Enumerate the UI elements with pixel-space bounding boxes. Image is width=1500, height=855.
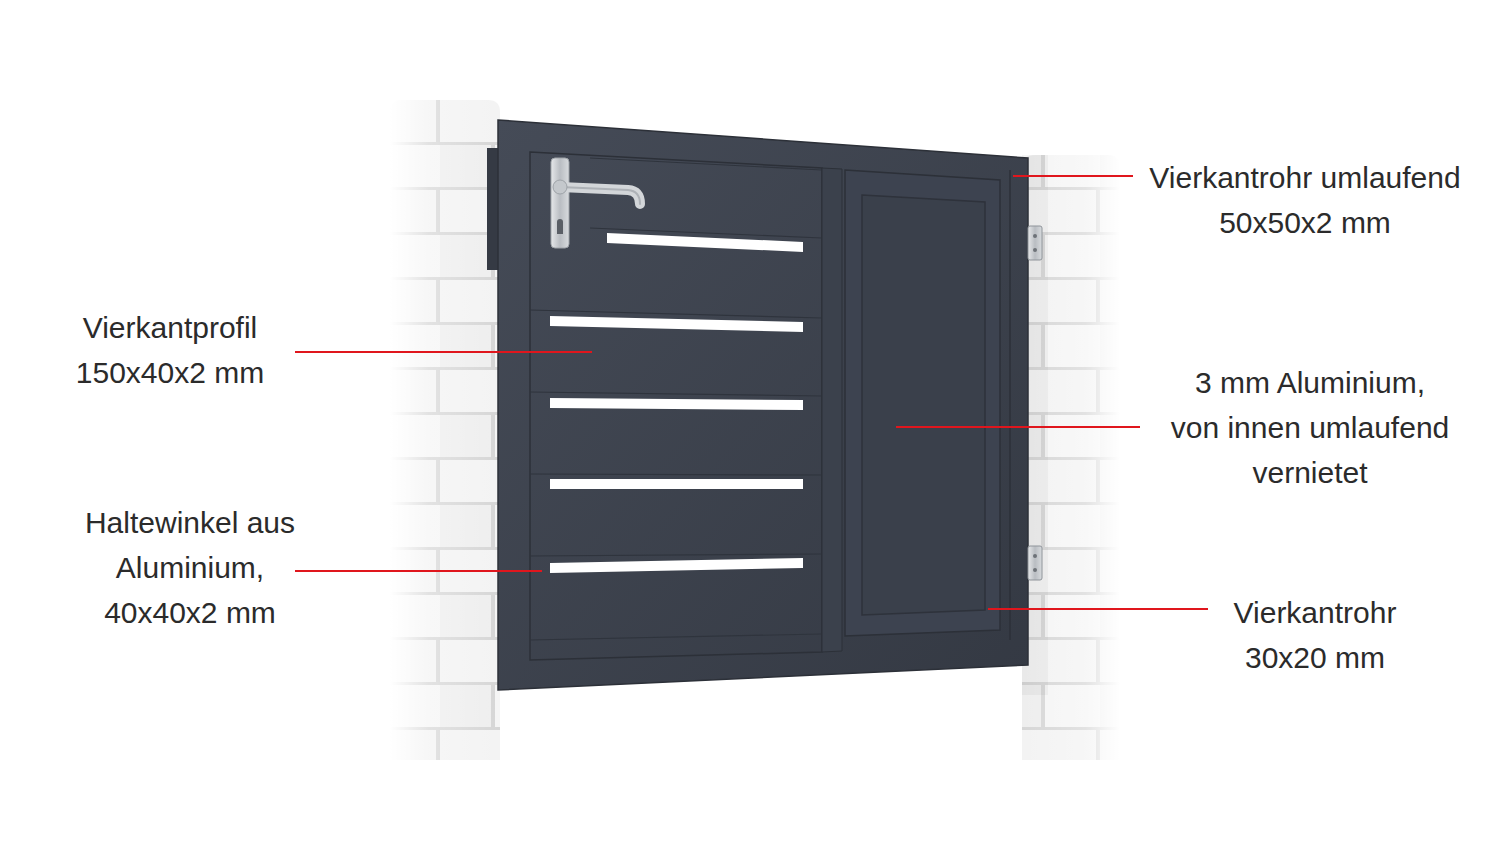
callout-label: 3 mm Aluminium, von innen umlaufend vern…	[1169, 360, 1452, 495]
callout-label: Haltewinkel aus Aluminium, 40x40x2 mm	[80, 500, 300, 635]
callout-label: Vierkantrohr 30x20 mm	[1215, 590, 1415, 680]
callout-label: Vierkantprofil 150x40x2 mm	[70, 305, 270, 395]
callout-label: Vierkantrohr umlaufend 50x50x2 mm	[1140, 155, 1470, 245]
